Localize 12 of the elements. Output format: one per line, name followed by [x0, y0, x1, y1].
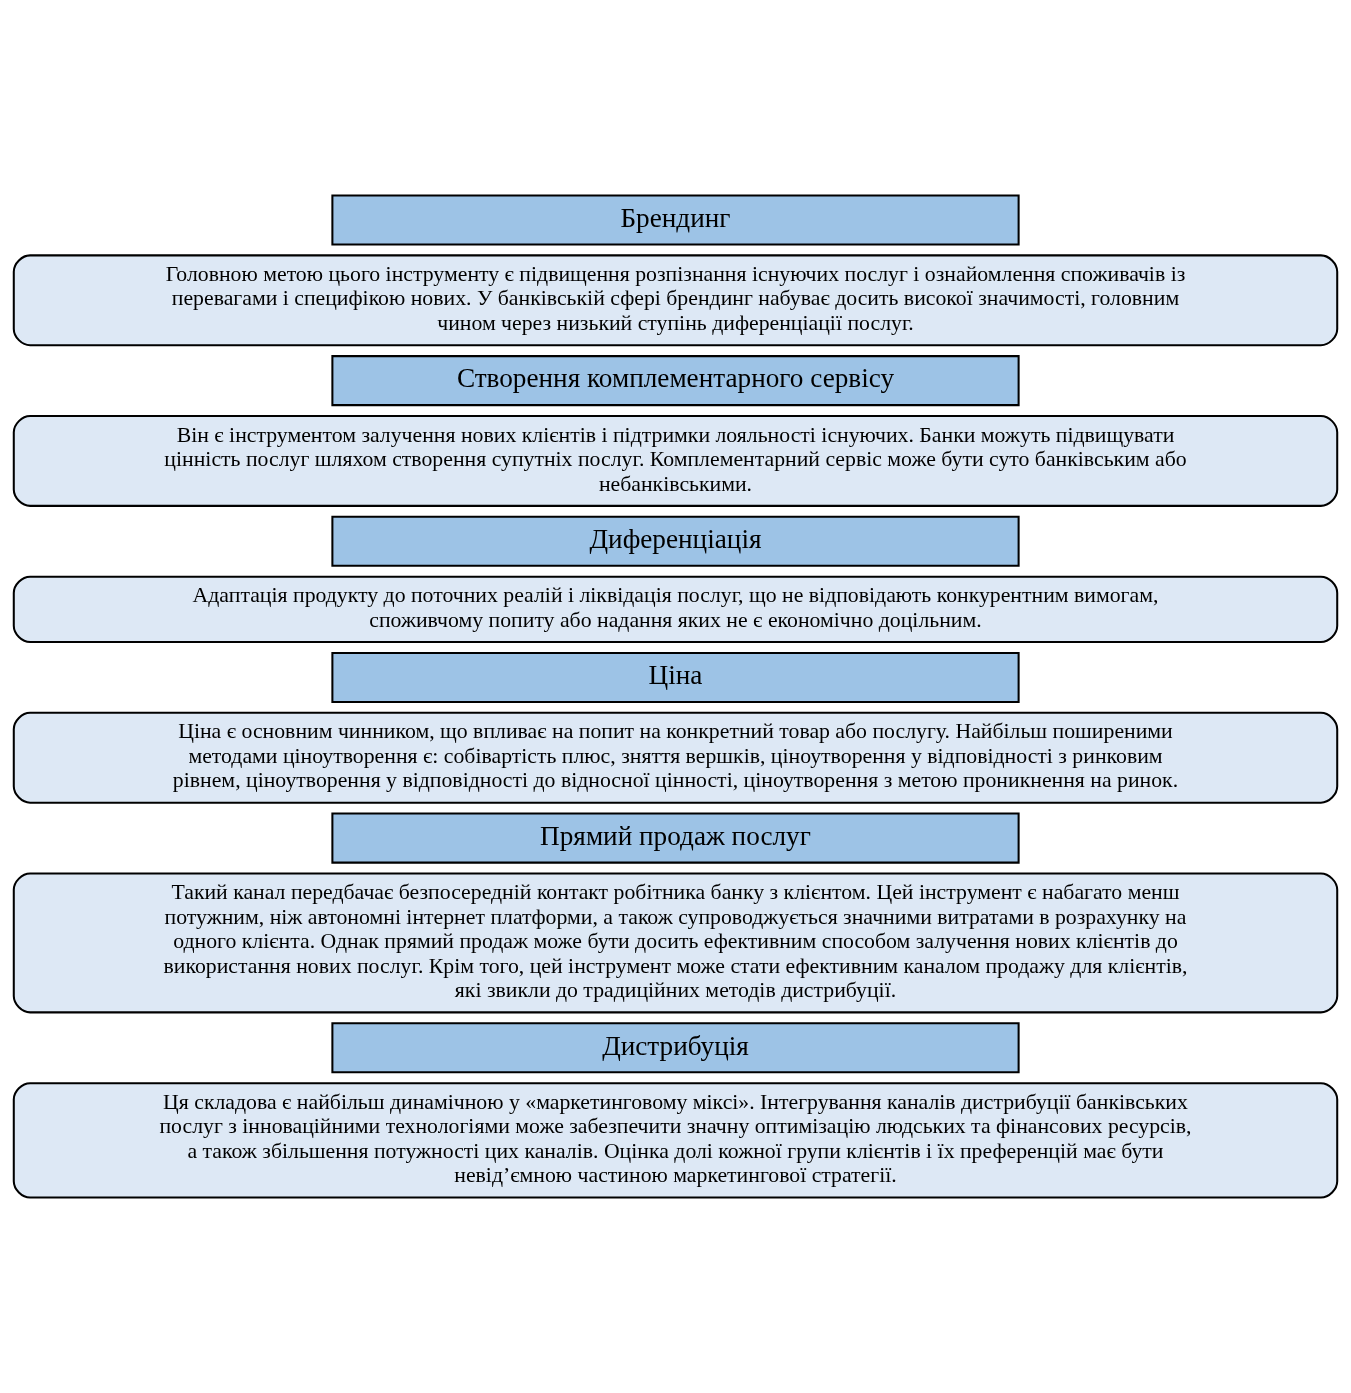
node-box: Дистрибуція	[331, 1022, 1020, 1074]
node-box: Брендинг	[331, 194, 1020, 246]
node-box: Він є інструментом залучення нових клієнтів і підтримки лояльності існуючих. Банки можуть підвищувати цінність послуг шляхом створення супутніх послуг. Комплементарний сервіс може бути суто банківським або небанківськими.	[12, 415, 1339, 507]
node-box: Прямий продаж послуг	[331, 812, 1020, 864]
node-box: Ціна є основним чинником, що впливає на попит на конкретний товар або послугу. Найбільш поширеними методами ціноутворення є: собівартість плюс, зняття вершків, ціноутворення у відповідності з ринковим рівнем, ціноутворення у відповідності до відносної цінності, ціноутворення з метою проникнення на ринок.	[12, 711, 1339, 804]
node-box: Адаптація продукту до поточних реалій і ліквідація послуг, що не відповідають конкурентним вимогам, споживчому попиту або надання яких не є економічно доцільним.	[12, 575, 1339, 644]
node-box: Ця складова є найбільш динамічною у «маркетинговому міксі». Інтегрування каналів дистрибуції банківських послуг з інноваційними технологіями може забезпечити значну оптимізацію людських та фінансових ресурсів, а також збільшення потужності цих каналів. Оцінка долі кожної групи клієнтів і їх преференцій має бути невід’ємною частиною маркетингової стратегії.	[12, 1082, 1339, 1199]
node-box: Ціна	[331, 651, 1020, 703]
node-box: Головною метою цього інструменту є підвищення розпізнання існуючих послуг і ознайомлення споживачів із перевагами і специфікою нових. У банківській сфері брендинг набуває досить високої значимості, головним чином через низький ступінь диференціації послуг.	[12, 254, 1339, 347]
node-box: Створення комплементарного сервісу	[331, 355, 1020, 407]
node-box: Такий канал передбачає безпосередній контакт робітника банку з клієнтом. Цей інструмент є набагато менш потужним, ніж автономні інтернет платформи, а також супроводжується значними витратами в розрахунку на одного клієнта. Однак прямий продаж може бути досить ефективним способом залучення нових клієнтів до використання нових послуг. Крім того, цей інструмент може стати ефективним каналом продажу для клієнтів, які звикли до традиційних методів дистрибуції.	[12, 872, 1339, 1014]
node-box: Диференціація	[331, 515, 1020, 567]
